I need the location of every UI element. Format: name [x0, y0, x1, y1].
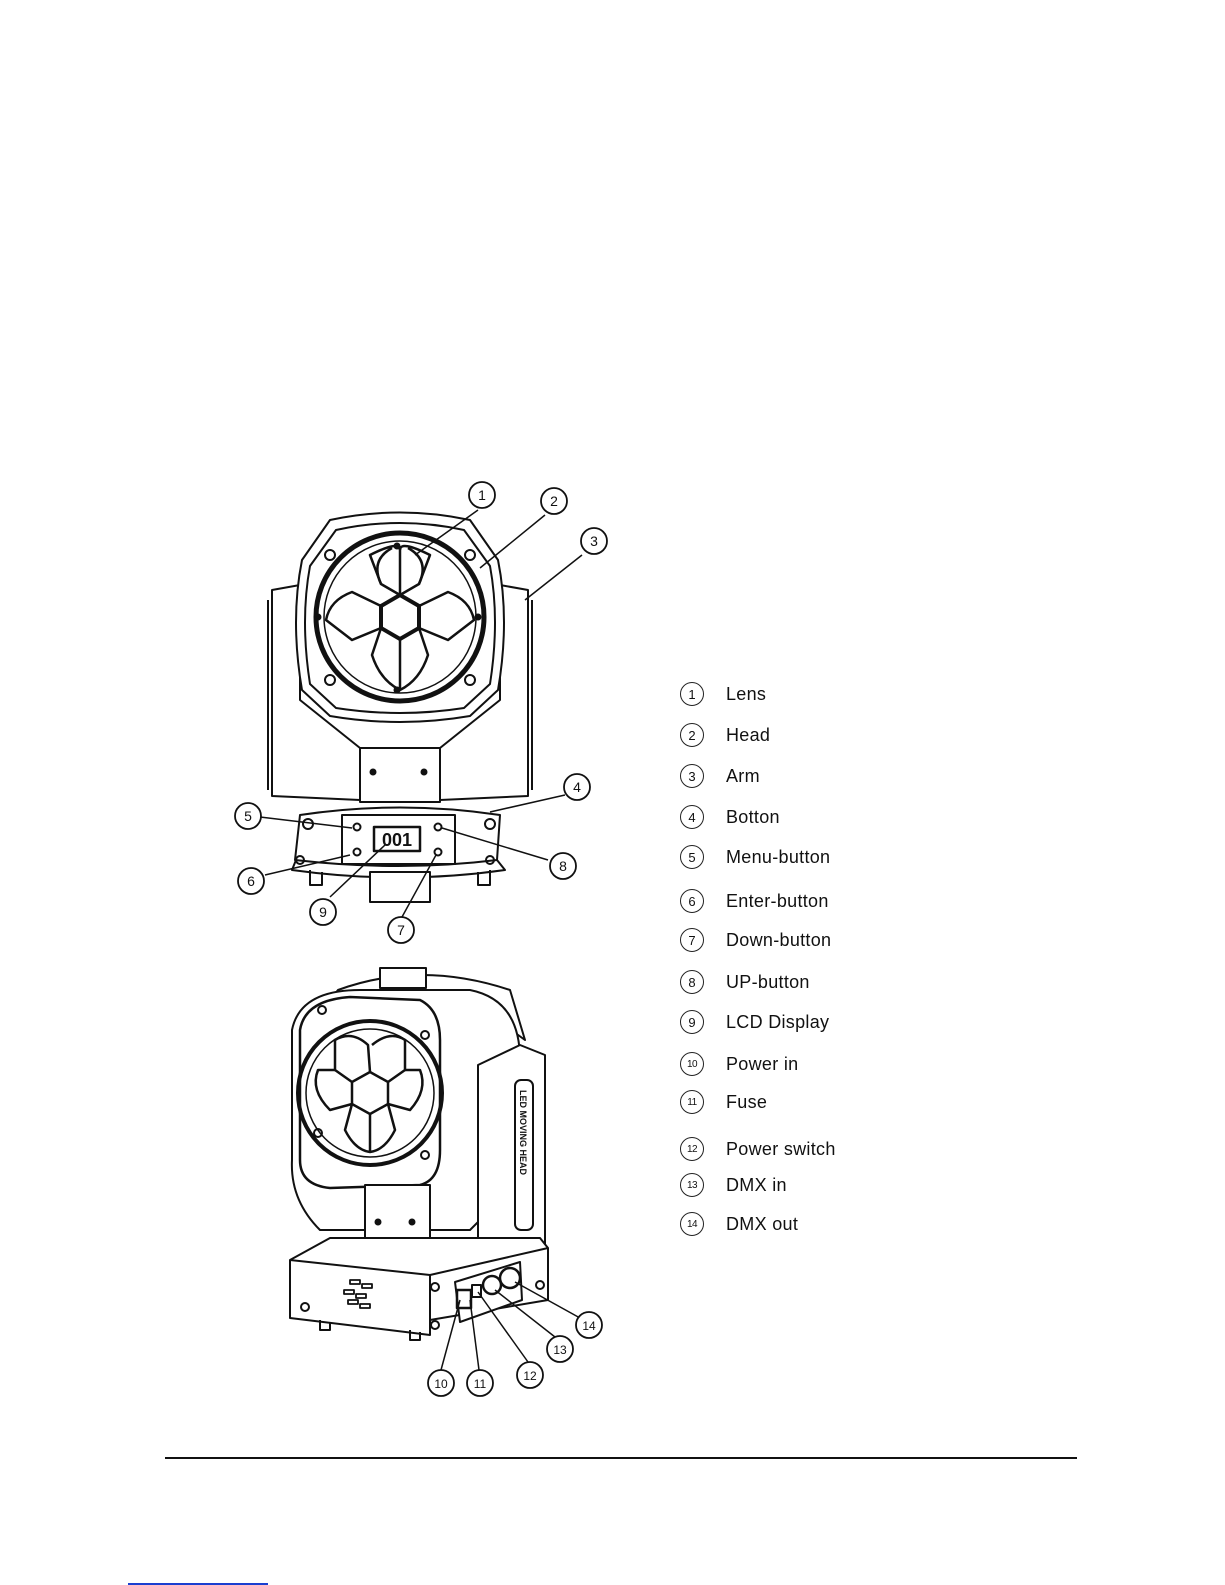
legend-item-dmx-in: 13 DMX in [680, 1173, 787, 1197]
legend-item-arm: 3 Arm [680, 764, 760, 788]
legend-item-lcd-display: 9 LCD Display [680, 1010, 829, 1034]
legend-label: Lens [726, 684, 766, 705]
legend-label: Down-button [726, 930, 831, 951]
callout-8-num: 8 [559, 858, 567, 874]
callout-12-num: 12 [523, 1369, 537, 1383]
legend-num: 11 [680, 1090, 704, 1114]
legend-num: 2 [680, 723, 704, 747]
legend-item-botton: 4 Botton [680, 805, 780, 829]
legend-label: UP-button [726, 972, 810, 993]
side-label: LED MOVING HEAD [518, 1090, 528, 1176]
iso-view: LED MOVING HEAD [290, 968, 548, 1340]
legend-item-fuse: 11 Fuse [680, 1090, 767, 1114]
legend-label: Head [726, 725, 770, 746]
legend-num: 7 [680, 928, 704, 952]
legend-item-dmx-out: 14 DMX out [680, 1212, 798, 1236]
callout-7-num: 7 [397, 922, 405, 938]
legend-item-menu-button: 5 Menu-button [680, 845, 830, 869]
legend-label: Arm [726, 766, 760, 787]
legend-num: 3 [680, 764, 704, 788]
legend-num: 13 [680, 1173, 704, 1197]
legend-label: Fuse [726, 1092, 767, 1113]
callout-4-num: 4 [573, 779, 581, 795]
parts-legend: 1 Lens 2 Head 3 Arm 4 Botton 5 Menu-butt… [680, 0, 980, 1300]
callout-6-num: 6 [247, 873, 255, 889]
legend-num: 6 [680, 889, 704, 913]
legend-item-up-button: 8 UP-button [680, 970, 810, 994]
legend-num: 12 [680, 1137, 704, 1161]
callout-13-num: 13 [553, 1343, 567, 1357]
footer-rule [165, 1457, 1077, 1459]
legend-num: 10 [680, 1052, 704, 1076]
legend-label: Enter-button [726, 891, 829, 912]
legend-label: Power in [726, 1054, 798, 1075]
callout-14-num: 14 [582, 1319, 596, 1333]
legend-item-enter-button: 6 Enter-button [680, 889, 829, 913]
legend-label: Menu-button [726, 847, 830, 868]
callout-3-num: 3 [590, 533, 598, 549]
iso-arm [478, 1045, 545, 1260]
legend-item-power-in: 10 Power in [680, 1052, 798, 1076]
callout-1-num: 1 [478, 487, 486, 503]
legend-label: Power switch [726, 1139, 836, 1160]
callout-11-num: 11 [474, 1377, 487, 1391]
lcd-value: 001 [382, 830, 412, 850]
legend-label: LCD Display [726, 1012, 829, 1033]
legend-item-down-button: 7 Down-button [680, 928, 831, 952]
legend-num: 14 [680, 1212, 704, 1236]
callout-2-num: 2 [550, 493, 558, 509]
legend-item-lens: 1 Lens [680, 682, 766, 706]
legend-item-head: 2 Head [680, 723, 770, 747]
legend-num: 5 [680, 845, 704, 869]
legend-label: DMX in [726, 1175, 787, 1196]
callout-10-num: 10 [434, 1377, 448, 1391]
callout-5-num: 5 [244, 808, 252, 824]
legend-num: 8 [680, 970, 704, 994]
callout-9-num: 9 [319, 904, 327, 920]
legend-label: DMX out [726, 1214, 798, 1235]
legend-item-power-switch: 12 Power switch [680, 1137, 836, 1161]
legend-num: 9 [680, 1010, 704, 1034]
legend-label: Botton [726, 807, 780, 828]
legend-num: 4 [680, 805, 704, 829]
legend-num: 1 [680, 682, 704, 706]
